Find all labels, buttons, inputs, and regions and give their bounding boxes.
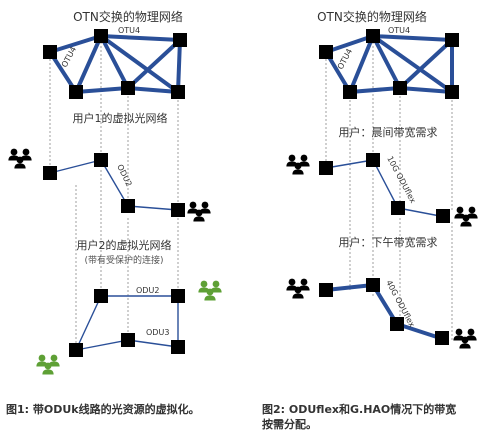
user1-odu2-label: ODU2	[115, 163, 133, 188]
figure2-caption-line1: 图2: ODUflex和G.HAO情况下的带宽	[262, 402, 456, 416]
virtual-node	[366, 153, 380, 167]
virtual-node	[435, 331, 449, 345]
user-group-icon	[286, 155, 309, 175]
virtual-node	[171, 340, 185, 354]
virtual-node	[319, 283, 333, 297]
figure1: OTN交换的物理网络 OTU4 OTU4	[6, 9, 222, 416]
virtual-node	[390, 317, 404, 331]
user2-odu2-label: ODU2	[136, 286, 159, 295]
user-group-icon	[198, 281, 221, 301]
virtual-node	[391, 201, 405, 215]
figure2: OTN交换的物理网络 OTU4 OTU4	[262, 9, 478, 431]
virtual-node	[121, 199, 135, 213]
virtual-node	[69, 343, 83, 357]
virtual-node	[436, 209, 450, 223]
figure2-caption-line2: 按需分配。	[262, 417, 317, 431]
physical-node	[393, 81, 407, 95]
physical-node	[445, 33, 459, 47]
figure2-title: OTN交换的物理网络	[317, 9, 427, 24]
user-group-icon	[36, 355, 59, 375]
user1-nodes	[43, 153, 185, 217]
physical-node	[319, 45, 333, 59]
figure1-physical-nodes	[43, 29, 187, 99]
physical-node	[43, 45, 57, 59]
day-demand-links	[325, 159, 441, 217]
day-demand-link-label: 10G ODUflex	[385, 155, 417, 205]
figure1-caption: 图1: 带ODUk线路的光资源的虚拟化。	[6, 402, 200, 416]
day-demand-nodes	[319, 153, 450, 223]
figure1-physical-links	[48, 34, 182, 94]
figure1-title: OTN交换的物理网络	[73, 9, 183, 24]
virtual-node	[366, 278, 380, 292]
day-demand-title: 用户：晨间带宽需求	[339, 125, 438, 139]
user1-links	[49, 159, 179, 211]
user-group-icon	[454, 207, 477, 227]
afternoon-demand-links	[324, 283, 442, 340]
user2-odu3-label: ODU3	[146, 328, 169, 337]
figure2-physical-nodes	[319, 29, 459, 99]
figure1-otu4-label: OTU4	[118, 26, 140, 35]
user-group-icon	[187, 202, 210, 222]
figure1-projection-lines	[49, 38, 179, 352]
physical-node	[343, 85, 357, 99]
user-group-icon	[286, 279, 309, 299]
physical-node	[366, 29, 380, 43]
user2-links	[75, 295, 179, 351]
physical-node	[94, 29, 108, 43]
user2-nodes	[69, 289, 185, 357]
physical-node	[173, 33, 187, 47]
virtual-node	[43, 166, 57, 180]
figure2-physical-links	[324, 34, 454, 94]
figure2-otu4-label: OTU4	[388, 26, 410, 35]
virtual-node	[171, 289, 185, 303]
virtual-node	[94, 289, 108, 303]
user2-title: 用户2的虚拟光网络	[77, 238, 172, 252]
physical-node	[445, 85, 459, 99]
virtual-node	[319, 161, 333, 175]
user1-title: 用户1的虚拟光网络	[73, 111, 168, 125]
afternoon-demand-nodes	[319, 278, 449, 345]
virtual-node	[121, 333, 135, 347]
figure2-projection-lines	[325, 38, 453, 340]
figure2-otu4-label-vertical: OTU4	[336, 47, 354, 71]
virtual-node	[94, 153, 108, 167]
physical-node	[121, 81, 135, 95]
user2-subtitle: (带有受保护的连接)	[84, 254, 163, 266]
physical-node	[171, 85, 185, 99]
virtual-node	[171, 203, 185, 217]
physical-node	[69, 85, 83, 99]
afternoon-demand-title: 用户：下午带宽需求	[339, 235, 438, 249]
user-group-icon	[453, 329, 476, 349]
user-group-icon	[8, 149, 31, 169]
